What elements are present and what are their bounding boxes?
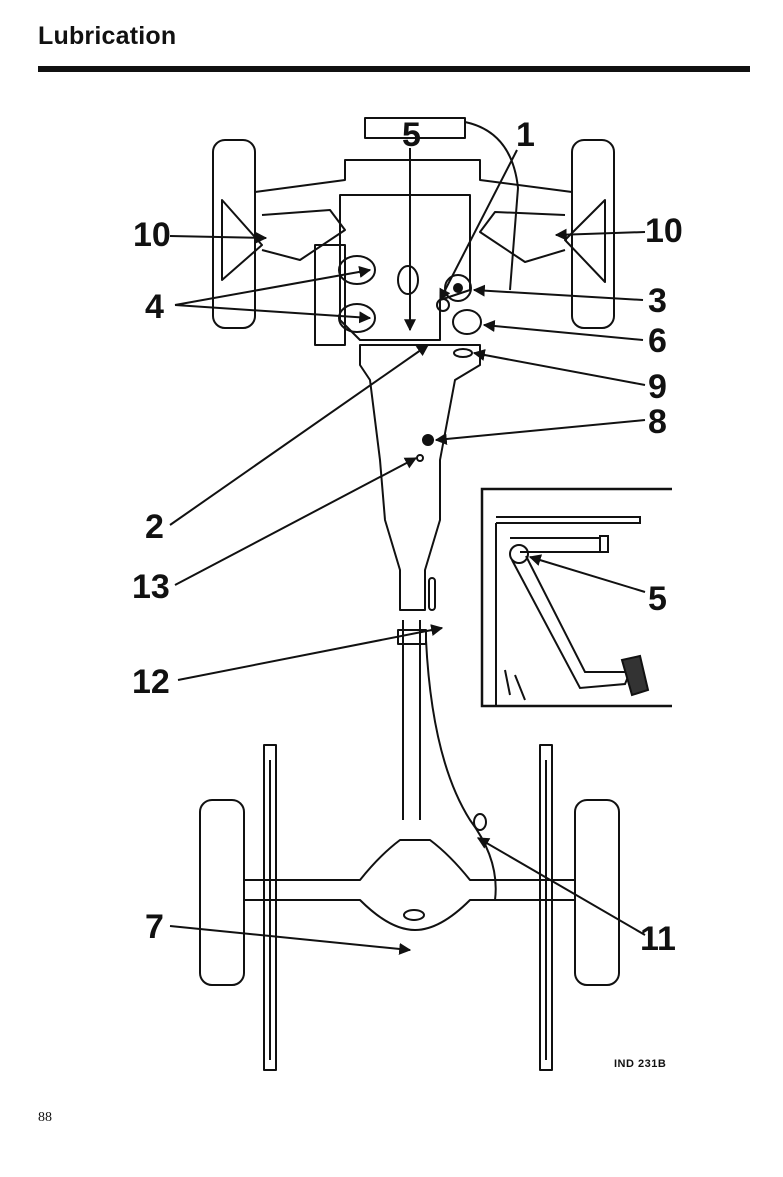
- leader-9: [474, 353, 645, 385]
- propeller-shaft: [403, 620, 420, 820]
- front-bumper-arc: [465, 122, 518, 290]
- differential-plug-7: [404, 910, 424, 920]
- front-left-arm: [262, 210, 345, 260]
- callout-4: 4: [145, 290, 164, 324]
- leader-10-left: [170, 236, 266, 238]
- brake-union-11: [474, 814, 486, 830]
- leader-2: [170, 345, 428, 525]
- brake-pipe: [426, 640, 496, 900]
- callout-5-inset: 5: [648, 582, 667, 616]
- leader-3: [474, 290, 643, 300]
- breather-9: [454, 349, 472, 357]
- callout-13: 13: [132, 570, 170, 604]
- gearbox-level-13: [417, 455, 423, 461]
- rear-axle: [244, 840, 575, 930]
- figure-code: IND 231B: [614, 1058, 666, 1070]
- master-cylinder: [398, 266, 418, 294]
- leader-8: [436, 420, 645, 440]
- callout-5-top: 5: [402, 118, 421, 152]
- reservoir-6: [453, 310, 481, 334]
- pedal-pad: [622, 656, 648, 695]
- callout-10-right: 10: [645, 214, 683, 248]
- callout-2: 2: [145, 510, 164, 544]
- callout-11: 11: [640, 922, 676, 956]
- dipstick-tube: [429, 578, 435, 610]
- leader-1: [440, 150, 517, 300]
- leader-7: [170, 926, 410, 950]
- callout-1: 1: [516, 118, 535, 152]
- callout-12: 12: [132, 665, 170, 699]
- callout-10-left: 10: [133, 218, 171, 252]
- leader-5-inset: [530, 557, 645, 592]
- callout-3: 3: [648, 284, 667, 318]
- leader-6: [484, 325, 643, 340]
- rear-right-tyre: [575, 800, 619, 985]
- page-number: 88: [38, 1110, 52, 1126]
- callout-9: 9: [648, 370, 667, 404]
- front-left-tyre: [213, 140, 255, 328]
- callout-6: 6: [648, 324, 667, 358]
- inset-clutch-pedal: [482, 489, 672, 706]
- rear-left-tyre: [200, 800, 244, 985]
- leader-13: [175, 458, 416, 585]
- callout-8: 8: [648, 405, 667, 439]
- leader-10-right: [556, 232, 645, 235]
- pedal-arm: [512, 556, 630, 688]
- front-right-arm: [480, 212, 565, 262]
- front-crossmember: [255, 160, 572, 192]
- gearbox-plug-8: [423, 435, 433, 445]
- grease-point-1: [437, 299, 449, 311]
- callout-7: 7: [145, 910, 164, 944]
